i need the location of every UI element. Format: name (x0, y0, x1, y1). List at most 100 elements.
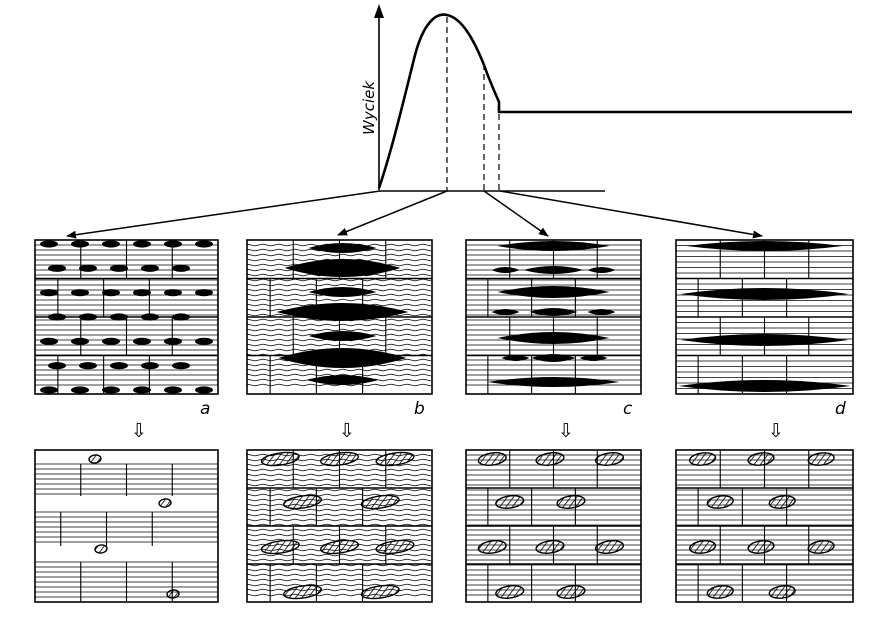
spheroidized-precipitate (747, 540, 775, 554)
spheroidized-precipitate (260, 451, 300, 467)
panels: a⇩b⇩c⇩d⇩ (34, 239, 854, 603)
panel-label: d (835, 399, 846, 419)
precipitate (579, 355, 608, 361)
precipitate (680, 288, 849, 300)
precipitate (110, 313, 128, 321)
residual-precipitate (94, 544, 108, 554)
precipitate (308, 331, 377, 341)
mapping-arrows (66, 190, 763, 239)
precipitate (102, 386, 120, 394)
bottom-panel-a (34, 449, 219, 603)
top-panel-a (34, 239, 219, 395)
spheroidized-precipitate (768, 495, 796, 509)
spheroidized-precipitate (556, 495, 586, 509)
precipitate (164, 386, 182, 394)
spheroidized-precipitate (495, 585, 525, 599)
spheroidized-precipitate (594, 452, 625, 466)
precipitate (308, 287, 377, 297)
panel-d: d⇩ (675, 239, 854, 603)
bottom-panel-d (675, 449, 854, 603)
panel-a: a⇩ (34, 239, 219, 603)
spheroidized-precipitate (282, 584, 323, 600)
top-panel-c (465, 239, 642, 395)
down-arrow-icon: ⇩ (339, 420, 355, 442)
precipitate (497, 286, 610, 298)
precipitate (48, 264, 66, 272)
bottom-panel-b (246, 449, 433, 603)
spheroidized-precipitate (807, 540, 835, 554)
precipitate (79, 362, 97, 370)
mapping-arrow-1 (66, 190, 381, 239)
residual-precipitate (166, 589, 180, 599)
precipitate (172, 362, 190, 370)
precipitate (195, 240, 213, 248)
residual-precipitate (88, 454, 102, 464)
spheroidized-precipitate (688, 540, 717, 554)
spheroidized-precipitate (706, 585, 734, 599)
residual-precipitate (158, 498, 172, 508)
precipitate (531, 354, 576, 362)
spheroidized-precipitate (477, 540, 507, 554)
precipitate (133, 240, 151, 248)
precipitate (487, 377, 620, 387)
precipitate (491, 267, 520, 273)
precipitate (587, 309, 616, 315)
spheroidized-precipitate (319, 451, 360, 467)
flow-curve (377, 13, 852, 189)
flow-graph: Wyciek (360, 4, 852, 192)
precipitate (284, 259, 401, 277)
precipitate (79, 264, 97, 272)
precipitate (678, 380, 851, 392)
precipitate (172, 313, 190, 321)
spheroidized-precipitate (282, 494, 323, 510)
precipitate (501, 355, 530, 361)
precipitate (79, 313, 97, 321)
precipitate (71, 337, 89, 345)
precipitate (164, 337, 182, 345)
spheroidized-precipitate (594, 540, 625, 554)
precipitate (71, 240, 89, 248)
precipitate (40, 240, 58, 248)
precipitate (164, 289, 182, 297)
precipitate (40, 289, 58, 297)
precipitate (172, 264, 190, 272)
mapping-arrow-3 (483, 190, 549, 237)
precipitate (133, 289, 151, 297)
spheroidized-precipitate (375, 539, 415, 555)
precipitate (491, 309, 520, 315)
spheroidized-precipitate (375, 451, 415, 467)
spheroidized-precipitate (688, 452, 717, 466)
spheroidized-precipitate (477, 452, 507, 466)
spheroidized-precipitate (360, 494, 400, 510)
spheroidized-precipitate (535, 540, 565, 554)
y-axis-arrow (374, 4, 384, 18)
panel-b: b⇩ (246, 239, 433, 603)
bottom-panel-c (465, 449, 642, 603)
precipitate (686, 241, 843, 251)
spheroidized-precipitate (768, 585, 796, 599)
precipitate (529, 308, 578, 316)
top-panel-b (246, 239, 433, 395)
precipitates (40, 240, 213, 394)
precipitates (678, 241, 851, 392)
precipitate (102, 289, 120, 297)
spheroidized-precipitate (535, 452, 565, 466)
precipitate (308, 243, 377, 253)
panel-label: a (200, 399, 210, 419)
precipitate (278, 348, 407, 368)
precipitate (102, 240, 120, 248)
precipitate (276, 303, 409, 321)
precipitate (497, 332, 610, 344)
precipitate (523, 266, 584, 274)
down-arrow-icon: ⇩ (558, 420, 574, 442)
spheroidized-precipitate (706, 495, 734, 509)
top-panel-d (675, 239, 854, 395)
spheroidized-precipitate (556, 585, 586, 599)
panel-c: c⇩ (465, 239, 642, 603)
spheroidized-precipitate (495, 495, 525, 509)
precipitate (680, 334, 849, 346)
y-axis-label: Wyciek (360, 80, 378, 135)
precipitate (164, 240, 182, 248)
mapping-arrow-4 (499, 190, 763, 239)
